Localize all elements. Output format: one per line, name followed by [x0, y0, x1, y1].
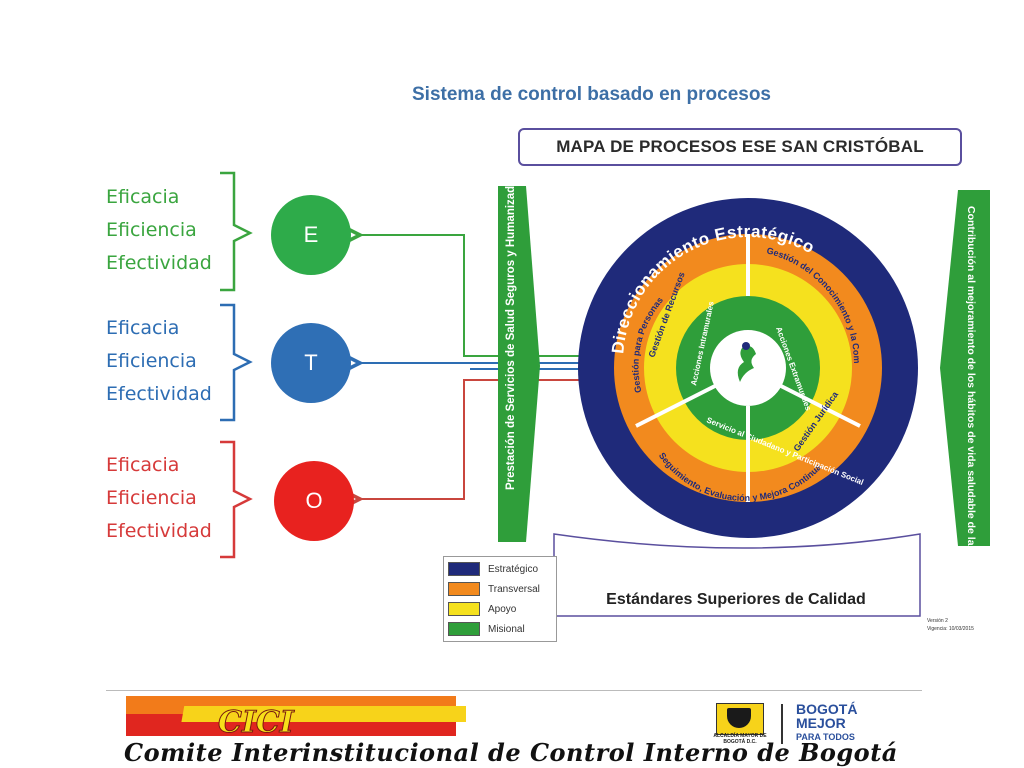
process-map-diagram: Direccionamiento Estratégico Seguimiento… [440, 170, 990, 632]
group-e-item: Eficacia [106, 186, 180, 208]
mejor-wordmark: MEJOR [796, 715, 846, 731]
group-t-item: Eficacia [106, 317, 180, 339]
group-t-item: Efectividad [106, 383, 212, 405]
group-e-item: Efectividad [106, 252, 212, 274]
right-banner-shape [940, 190, 990, 546]
legend-swatch [448, 582, 480, 596]
slide-title: Sistema de control basado en procesos [412, 84, 771, 105]
group-o-item: Eficiencia [106, 487, 197, 509]
group-o-list: Eficacia Eficiencia Efectividad [106, 449, 212, 548]
group-t-item: Eficiencia [106, 350, 197, 372]
footer-divider [106, 690, 922, 691]
legend: Estratégico Transversal Apoyo Misional [443, 556, 557, 642]
bogota-logo: BOGOTÁ MEJOR PARA TODOS [796, 702, 857, 744]
vigencia-note: Vigencia: 10/03/2015 [927, 626, 974, 632]
legend-label: Transversal [488, 583, 540, 595]
coat-of-arms-icon [716, 703, 764, 735]
quality-box-label: Estándares Superiores de Calidad [606, 591, 866, 608]
alcaldia-label: ALCALDÍA MAYOR DE BOGOTÁ D.C. [713, 733, 767, 745]
circle-o: O [274, 461, 354, 541]
left-banner-shape [498, 186, 540, 542]
legend-label: Apoyo [488, 603, 517, 615]
footer-logo-divider [781, 704, 783, 744]
legend-label: Misional [488, 623, 525, 635]
group-e-item: Eficiencia [106, 219, 197, 241]
legend-swatch [448, 622, 480, 636]
legend-item: Estratégico [448, 559, 552, 579]
center-logo-icon [737, 346, 756, 382]
legend-item: Transversal [448, 579, 552, 599]
cici-logo-text: CICI [218, 705, 295, 740]
para-todos-wordmark: PARA TODOS [796, 732, 855, 742]
legend-label: Estratégico [488, 563, 539, 575]
process-map-title: MAPA DE PROCESOS ESE SAN CRISTÓBAL [518, 128, 962, 166]
left-banner-label: Prestación de Servicios de Salud Seguros… [505, 172, 517, 490]
right-banner-label: Contribución al mejoramiento de los hábi… [965, 206, 977, 605]
group-o-item: Efectividad [106, 520, 212, 542]
legend-swatch [448, 602, 480, 616]
cici-logo: CICI [126, 696, 466, 740]
legend-swatch [448, 562, 480, 576]
circle-e: E [271, 195, 351, 275]
bracket-t [220, 303, 253, 422]
committee-title: Comite Interinstitucional de Control Int… [124, 738, 898, 767]
group-t-list: Eficacia Eficiencia Efectividad [106, 312, 212, 411]
group-o-item: Eficacia [106, 454, 180, 476]
legend-item: Apoyo [448, 599, 552, 619]
version-note: Versión 2 [927, 618, 948, 624]
group-e-list: Eficacia Eficiencia Efectividad [106, 181, 212, 280]
legend-item: Misional [448, 619, 552, 639]
bogota-wordmark: BOGOTÁ [796, 701, 858, 717]
bracket-e [220, 171, 253, 292]
bracket-o [220, 440, 253, 559]
circle-t: T [271, 323, 351, 403]
quality-box [553, 533, 921, 617]
